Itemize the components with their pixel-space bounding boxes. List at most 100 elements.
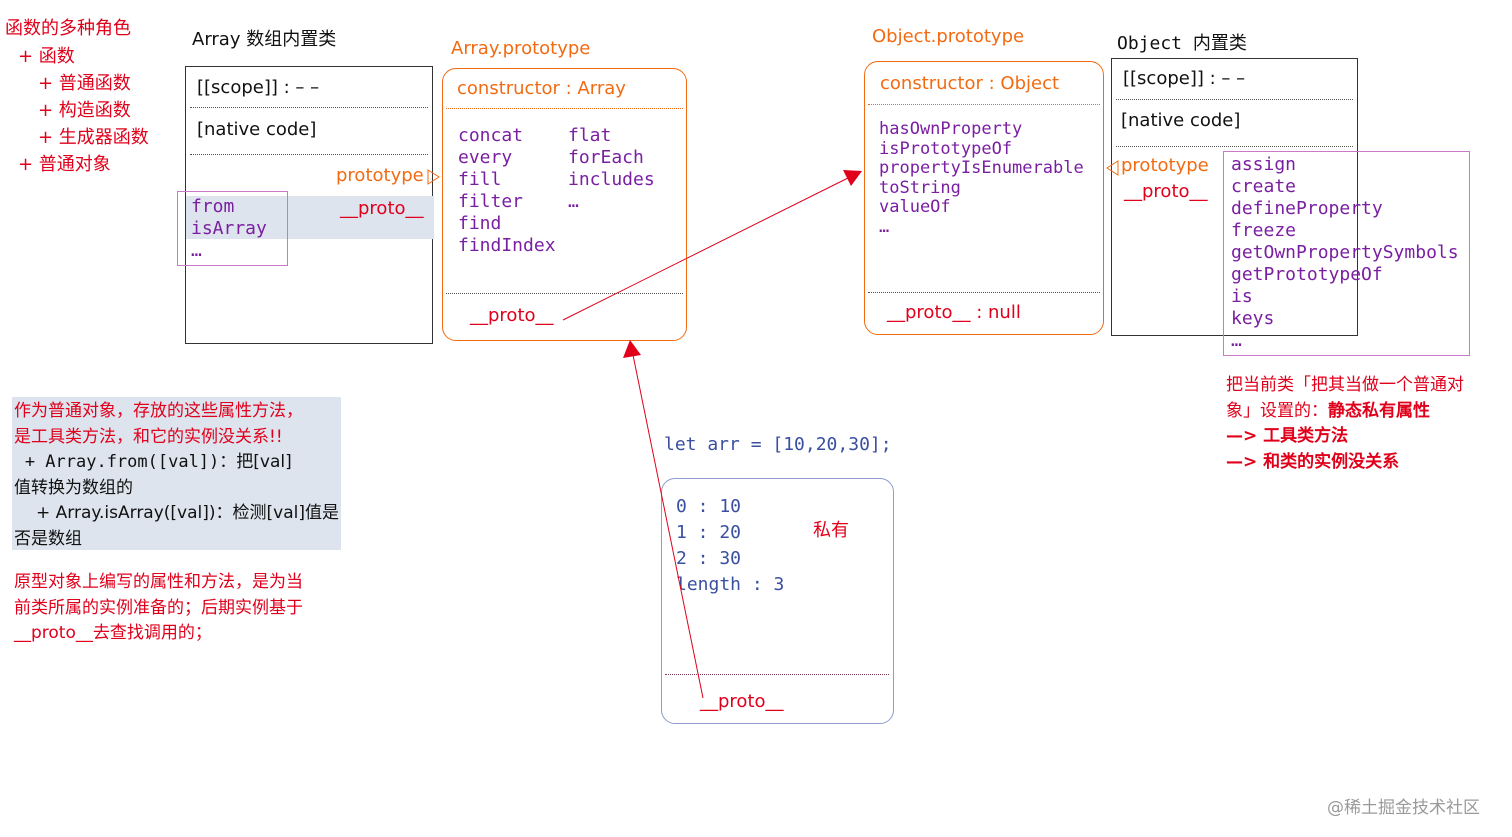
static-method: …	[1231, 330, 1242, 351]
instance-entry: 1 : 20	[676, 522, 742, 543]
note-text: ：把[val]	[219, 452, 292, 472]
static-method: from	[191, 196, 235, 217]
array-scope: [[scope]] : – –	[197, 77, 320, 98]
note-line: —> 工具类方法	[1226, 426, 1349, 446]
static-method: …	[191, 240, 202, 261]
proto-method: valueOf	[879, 197, 951, 217]
proto-method: includes	[568, 169, 655, 190]
role-item: + 函数	[18, 46, 75, 67]
note-emphasis: 静态私有属性	[1328, 400, 1430, 421]
note-text: 象」设置的：	[1226, 400, 1328, 421]
note-line: 是工具类方法，和它的实例没关系!!	[14, 426, 283, 447]
array-prototype-title: Array.prototype	[451, 38, 591, 59]
object-methods: hasOwnProperty isPrototypeOf propertyIsE…	[879, 119, 1084, 237]
instance-proto-label: __proto__	[700, 691, 784, 712]
note-line: 原型对象上编写的属性和方法，是为当	[14, 572, 303, 592]
instance-box	[661, 478, 894, 724]
divider	[665, 674, 889, 675]
proto-method: toString	[879, 177, 961, 198]
array-statics-list: from isArray …	[191, 196, 267, 262]
note-line: 值转换为数组的	[14, 477, 133, 498]
object-statics-list: assign create defineProperty freeze getO…	[1231, 154, 1459, 352]
static-method: defineProperty	[1231, 198, 1383, 219]
instance-entry: length : 3	[676, 574, 785, 595]
object-prototype-title: Object.prototype	[872, 26, 1025, 47]
role-item: + 生成器函数	[38, 127, 149, 148]
static-method: keys	[1231, 308, 1275, 329]
instance-private-label: 私有	[813, 520, 849, 541]
array-native-code: [native code]	[197, 119, 317, 140]
proto-method: find	[458, 213, 502, 234]
divider	[868, 104, 1100, 105]
object-proto-label: __proto__	[1124, 181, 1208, 202]
object-class-box	[1111, 58, 1358, 336]
role-item: + 普通对象	[18, 154, 111, 175]
roles-title: 函数的多种角色	[5, 18, 131, 39]
role-item: + 普通函数	[38, 73, 131, 94]
divider	[190, 107, 428, 108]
array-methods-col2: flat forEach includes …	[568, 125, 655, 213]
static-method: assign	[1231, 154, 1297, 175]
array-prototype-proto-label: __proto__	[470, 305, 554, 326]
instance-entry: 2 : 30	[676, 548, 742, 569]
object-constructor: constructor : Object	[880, 73, 1060, 94]
proto-method: concat	[458, 125, 524, 146]
note-line: __proto__去查找调用的；	[14, 623, 212, 643]
note-right: 把当前类「把其当做一个普通对 象」设置的：静态私有属性 —> 工具类方法 —> …	[1226, 373, 1464, 475]
divider	[190, 154, 428, 155]
note-left-2: 原型对象上编写的属性和方法，是为当 前类所属的实例准备的；后期实例基于 __pr…	[14, 570, 303, 647]
proto-method: propertyIsEnumerable	[879, 158, 1084, 178]
object-prototype-label: prototype	[1121, 155, 1209, 176]
prototype-arrow-head	[427, 169, 440, 185]
note-line: —> 和类的实例没关系	[1226, 451, 1400, 472]
object-scope: [[scope]] : – –	[1123, 68, 1246, 89]
note-left: 作为普通对象，存放的这些属性方法， 是工具类方法，和它的实例没关系!! + Ar…	[14, 399, 344, 552]
static-method: create	[1231, 176, 1297, 197]
proto-method: …	[879, 216, 890, 237]
proto-method: forEach	[568, 147, 644, 168]
note-line: 前类所属的实例准备的；后期实例基于	[14, 597, 303, 618]
object-prototype-box	[864, 61, 1104, 335]
static-method: freeze	[1231, 220, 1297, 241]
array-proto-label: __proto__	[340, 198, 424, 219]
object-class-title: Object 内置类	[1117, 33, 1247, 54]
proto-method: flat	[568, 125, 612, 146]
array-prototype-label: prototype	[336, 165, 424, 186]
proto-chain-arrow	[562, 177, 849, 321]
array-class-title: Array 数组内置类	[192, 29, 337, 50]
object-prototype-proto-null: __proto__ : null	[887, 302, 1021, 323]
array-prototype-box	[442, 68, 687, 341]
divider	[868, 292, 1100, 293]
array-methods-col1: concat every fill filter find findIndex	[458, 125, 556, 257]
proto-method: filter	[458, 191, 524, 212]
static-method: is	[1231, 286, 1253, 307]
object-native-code: [native code]	[1121, 110, 1241, 131]
instance-entries: 0 : 10 1 : 20 2 : 30 length : 3	[676, 494, 784, 598]
divider	[1116, 146, 1353, 147]
static-method: getPrototypeOf	[1231, 264, 1383, 285]
array-static-highlight	[186, 196, 434, 239]
proto-method: isPrototypeOf	[879, 138, 1013, 159]
watermark: @稀土掘金技术社区	[1327, 798, 1480, 818]
prototype-arrow-head	[1106, 160, 1119, 176]
array-statics-box	[177, 191, 288, 266]
divider	[1116, 99, 1353, 100]
object-statics-box	[1223, 151, 1470, 356]
proto-chain-arrow-head	[843, 170, 862, 186]
proto-method: hasOwnProperty	[879, 119, 1023, 139]
note-code: + Array.from([val])	[24, 452, 220, 472]
note-line: 作为普通对象，存放的这些属性方法，	[14, 401, 303, 421]
note-line: 象」设置的：静态私有属性	[1226, 399, 1464, 425]
proto-method: every	[458, 147, 513, 168]
instance-entry: 0 : 10	[676, 496, 742, 517]
instance-code: let arr = [10,20,30];	[664, 434, 892, 455]
static-method: getOwnPropertySymbols	[1231, 242, 1459, 263]
proto-method: fill	[458, 169, 502, 190]
proto-method: …	[568, 191, 579, 212]
note-line: 把当前类「把其当做一个普通对	[1226, 375, 1464, 395]
role-item: + 构造函数	[38, 100, 131, 121]
instance-proto-arrow-head	[623, 340, 641, 358]
note-left-bg	[12, 397, 341, 550]
divider	[446, 108, 683, 109]
